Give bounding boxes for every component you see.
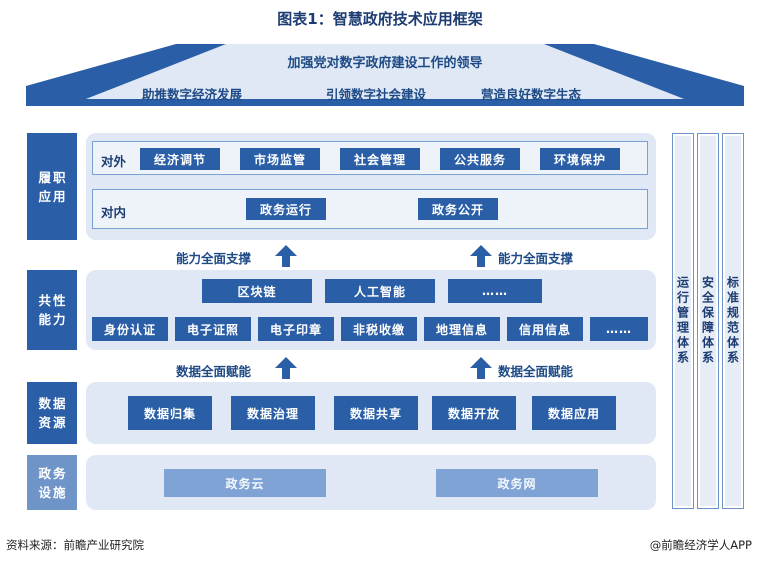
data-panel: 数据归集 数据治理 数据共享 数据开放 数据应用 [86, 382, 656, 444]
source-note: 资料来源：前瞻产业研究院 [6, 538, 144, 552]
data-box: 数据归集 [128, 396, 212, 430]
layer-label-data: 数据 资源 [27, 382, 77, 444]
empower-label: 数据全面赋能 [498, 364, 574, 379]
app-box: 公共服务 [440, 148, 520, 170]
capability-box: 电子证照 [175, 317, 251, 341]
pillar-text: 标准规范体系 [725, 276, 740, 366]
pillar-body: 标准规范体系 [725, 136, 741, 506]
up-arrow-icon [275, 357, 297, 379]
capability-box: 人工智能 [325, 279, 435, 303]
common-panel: 区块链 人工智能 …… 身份认证 电子证照 电子印章 非税收缴 地理信息 信用信… [86, 270, 656, 350]
layer-label-text: 数据 资源 [38, 396, 68, 430]
data-box: 数据开放 [432, 396, 516, 430]
pillar-security: 安全保障体系 [697, 133, 719, 509]
pillar-body: 运行管理体系 [675, 136, 691, 506]
support-label: 能力全面支撑 [176, 251, 252, 266]
capability-box: …… [590, 317, 648, 341]
layer-label-text: 共性 能力 [38, 293, 68, 327]
data-box: 数据应用 [532, 396, 616, 430]
app-box: 政务公开 [418, 198, 498, 220]
pillar-operation: 运行管理体系 [672, 133, 694, 509]
roof-shape [26, 44, 744, 106]
pillar-text: 运行管理体系 [675, 276, 690, 366]
roof-main-text: 加强党对数字政府建设工作的领导 [287, 56, 483, 71]
pillar-standards: 标准规范体系 [722, 133, 744, 509]
external-label: 对外 [101, 154, 127, 169]
app-box: 环境保护 [540, 148, 620, 170]
figure-title: 图表1：智慧政府技术应用框架 [277, 10, 483, 28]
internal-label: 对内 [101, 205, 127, 220]
infra-panel: 政务云 政务网 [86, 455, 656, 510]
layer-label-application: 履职 应用 [27, 133, 77, 240]
infra-box: 政务云 [164, 469, 326, 497]
infra-box: 政务网 [436, 469, 598, 497]
support-label: 能力全面支撑 [498, 251, 574, 266]
layer-label-text: 政务 设施 [38, 465, 68, 500]
empower-label: 数据全面赋能 [176, 364, 252, 379]
capability-box: 非税收缴 [341, 317, 417, 341]
app-box: 经济调节 [140, 148, 220, 170]
pillar-text: 安全保障体系 [700, 276, 715, 366]
external-row: 对外 经济调节 市场监管 社会管理 公共服务 环境保护 [92, 141, 648, 175]
capability-box: 地理信息 [424, 317, 500, 341]
up-arrow-icon [470, 357, 492, 379]
up-arrow-icon [275, 245, 297, 267]
application-panel: 对外 经济调节 市场监管 社会管理 公共服务 环境保护 对内 政务运行 政务公开 [86, 133, 656, 240]
app-box: 社会管理 [340, 148, 420, 170]
layer-label-infra: 政务 设施 [27, 455, 77, 510]
internal-row: 对内 政务运行 政务公开 [92, 189, 648, 229]
roof: 加强党对数字政府建设工作的领导 助推数字经济发展 引领数字社会建设 营造良好数字… [26, 44, 744, 106]
capability-box: …… [448, 279, 542, 303]
layer-label-text: 履职 应用 [38, 169, 68, 204]
layer-label-common: 共性 能力 [27, 270, 77, 350]
capability-box: 区块链 [202, 279, 312, 303]
app-box: 政务运行 [246, 198, 326, 220]
data-box: 数据共享 [334, 396, 418, 430]
capability-box: 电子印章 [258, 317, 334, 341]
up-arrow-icon [470, 245, 492, 267]
brand-note: @前瞻经济学人APP [649, 538, 752, 552]
data-box: 数据治理 [231, 396, 315, 430]
roof-goal: 助推数字经济发展 [142, 87, 243, 102]
pillar-body: 安全保障体系 [700, 136, 716, 506]
roof-goal: 营造良好数字生态 [481, 87, 582, 102]
app-box: 市场监管 [240, 148, 320, 170]
roof-goal: 引领数字社会建设 [326, 87, 427, 102]
capability-box: 身份认证 [92, 317, 168, 341]
capability-box: 信用信息 [507, 317, 583, 341]
